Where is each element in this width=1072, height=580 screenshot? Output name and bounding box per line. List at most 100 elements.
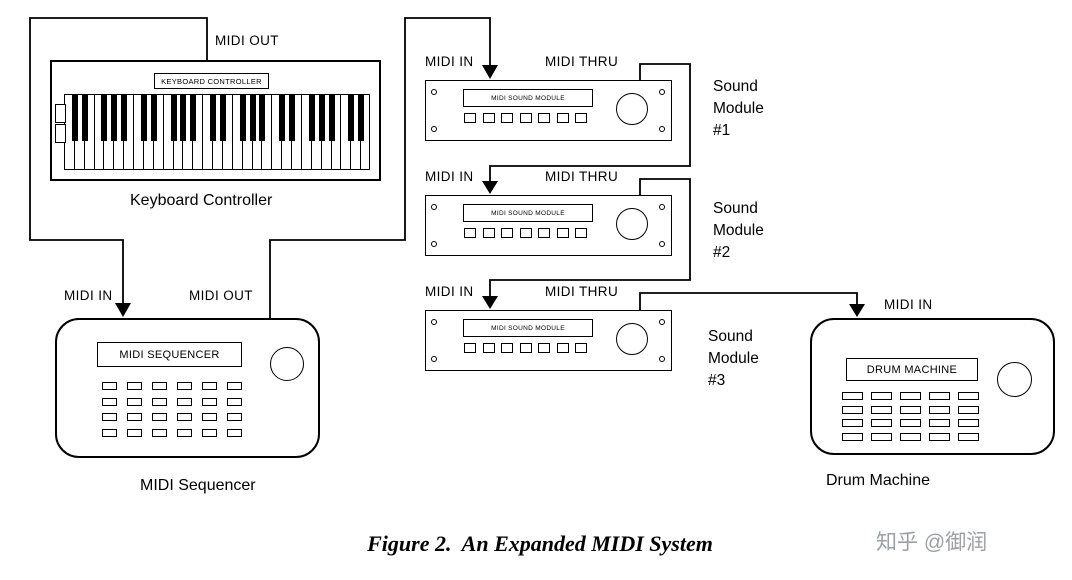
module2-midi-in-label: MIDI IN — [425, 169, 474, 184]
panel-button — [152, 382, 167, 390]
black-key — [150, 95, 157, 141]
panel-button — [227, 397, 242, 406]
panel-button — [519, 113, 532, 123]
panel-button — [842, 432, 863, 441]
drum-display: DRUM MACHINE — [846, 358, 978, 381]
panel-button — [575, 113, 587, 123]
black-key — [219, 95, 226, 141]
panel-button — [842, 419, 863, 427]
keyboard-display-text: KEYBOARD CONTROLLER — [161, 76, 262, 86]
module2-display-text: MIDI SOUND MODULE — [491, 209, 565, 217]
sequencer-midi-out-label: MIDI OUT — [189, 288, 253, 303]
panel-button — [102, 428, 117, 437]
panel-button — [929, 432, 950, 441]
panel-button — [871, 392, 892, 400]
black-key — [289, 95, 296, 141]
panel-button — [464, 343, 476, 353]
black-key — [180, 95, 187, 141]
panel-button — [842, 392, 863, 400]
screw-icon — [659, 356, 665, 362]
black-key — [239, 95, 246, 141]
screw-icon — [431, 126, 437, 132]
module1-midi-thru-label: MIDI THRU — [545, 54, 619, 69]
mod-wheel-icon — [55, 124, 66, 143]
drum-midi-in-label: MIDI IN — [884, 297, 933, 312]
black-key — [279, 95, 286, 141]
black-key — [358, 95, 365, 141]
figure-caption: Figure 2. An Expanded MIDI System — [367, 531, 713, 556]
knob-icon — [270, 347, 304, 381]
white-key — [262, 95, 273, 169]
screw-icon — [659, 89, 665, 95]
module3-display-text: MIDI SOUND MODULE — [491, 324, 565, 332]
panel-button — [958, 432, 979, 441]
panel-button — [501, 228, 513, 238]
panel-button — [900, 405, 921, 414]
screw-icon — [431, 319, 437, 325]
panel-button — [102, 397, 117, 406]
screw-icon — [659, 319, 665, 325]
module1-midi-in-label: MIDI IN — [425, 54, 474, 69]
white-key — [223, 95, 233, 169]
keyboard-midi-out-label: MIDI OUT — [215, 33, 279, 48]
white-key — [124, 95, 135, 169]
panel-button — [929, 405, 950, 414]
black-key — [101, 95, 108, 141]
module1-buttons — [464, 113, 587, 123]
black-key — [111, 95, 118, 141]
panel-button — [152, 397, 167, 406]
black-key — [249, 95, 256, 141]
sound-module-1-device: MIDI SOUND MODULE — [425, 80, 672, 141]
drum-display-text: DRUM MACHINE — [866, 363, 958, 376]
panel-button — [202, 428, 217, 437]
arrowhead-module3-midi-in-icon — [482, 296, 498, 309]
black-key — [259, 95, 266, 141]
panel-button — [127, 382, 142, 390]
black-key — [190, 95, 197, 141]
black-key — [308, 95, 315, 141]
panel-button — [177, 413, 192, 421]
panel-button — [102, 382, 117, 390]
pitch-wheel-icon — [55, 104, 66, 123]
panel-button — [482, 343, 495, 353]
sequencer-buttons — [102, 382, 242, 437]
screw-icon — [431, 241, 437, 247]
sequencer-midi-in-label: MIDI IN — [64, 288, 113, 303]
black-key — [71, 95, 78, 141]
panel-button — [871, 419, 892, 427]
panel-button — [202, 397, 217, 406]
keyboard-title: Keyboard Controller — [130, 192, 273, 209]
panel-button — [501, 343, 513, 353]
panel-button — [871, 432, 892, 441]
panel-button — [177, 382, 192, 390]
module1-display: MIDI SOUND MODULE — [463, 89, 593, 107]
white-key — [292, 95, 302, 169]
black-key — [140, 95, 147, 141]
panel-button — [227, 428, 242, 437]
panel-button — [177, 397, 192, 406]
panel-button — [900, 432, 921, 441]
drum-title: Drum Machine — [826, 472, 931, 489]
module2-buttons — [464, 228, 587, 238]
panel-button — [227, 382, 242, 390]
panel-button — [482, 228, 495, 238]
panel-button — [958, 392, 979, 400]
screw-icon — [659, 126, 665, 132]
module3-midi-in-label: MIDI IN — [425, 284, 474, 299]
black-key — [81, 95, 88, 141]
knob-icon — [997, 362, 1032, 397]
panel-button — [538, 228, 550, 238]
panel-button — [958, 419, 979, 427]
piano-keys — [64, 94, 370, 170]
module2-midi-thru-label: MIDI THRU — [545, 169, 619, 184]
black-key — [328, 95, 335, 141]
module1-display-text: MIDI SOUND MODULE — [491, 94, 565, 102]
screw-icon — [431, 204, 437, 210]
panel-button — [900, 392, 921, 400]
panel-button — [929, 419, 950, 427]
panel-button — [556, 343, 569, 353]
panel-button — [538, 343, 550, 353]
black-key — [210, 95, 217, 141]
panel-button — [842, 405, 863, 414]
